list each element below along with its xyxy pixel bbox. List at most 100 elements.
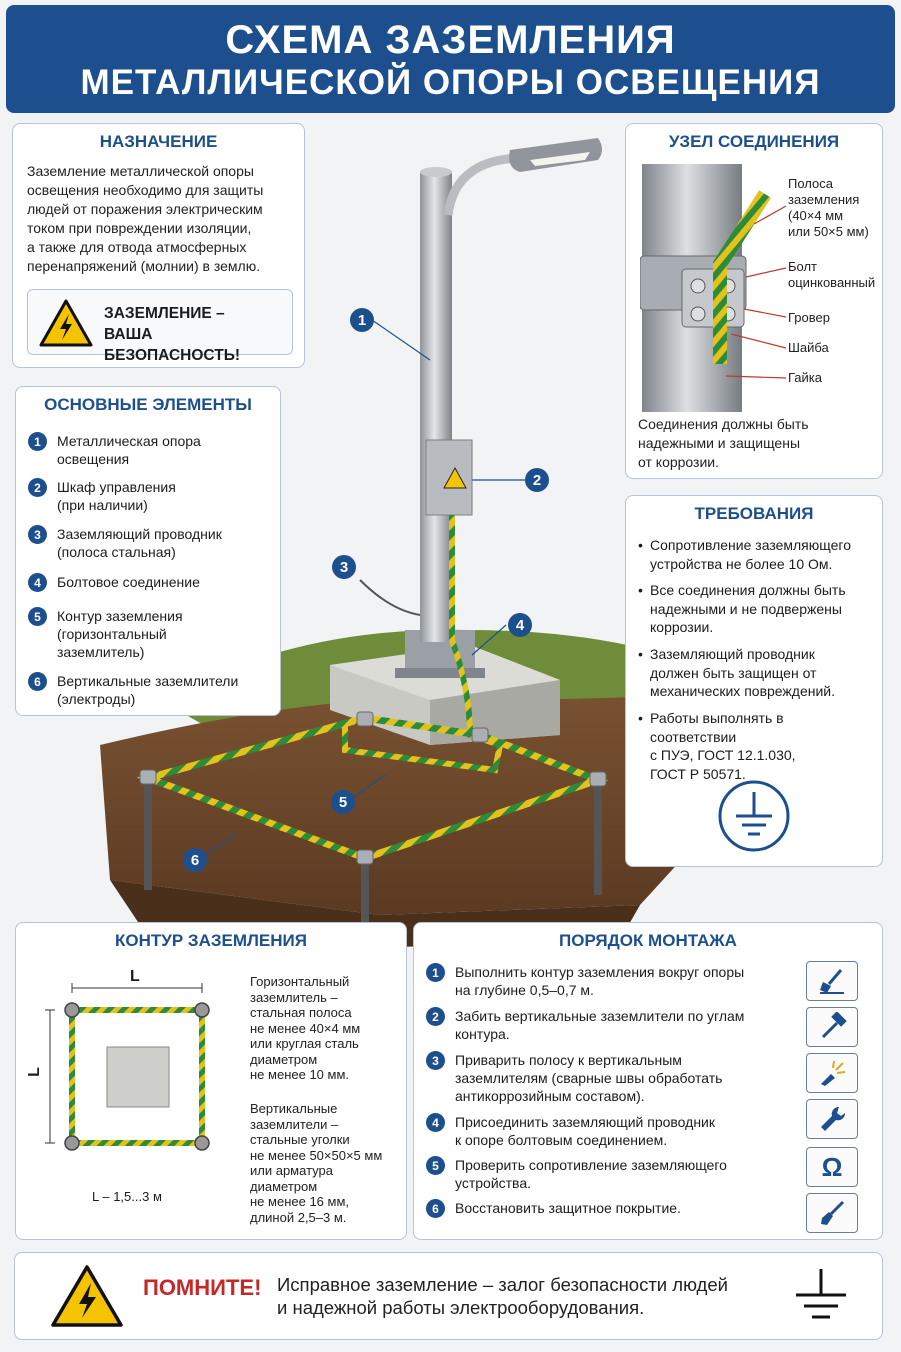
vertical-spec: диаметром: [250, 1178, 318, 1194]
horizontal-spec: стальная полоса: [250, 1005, 352, 1020]
vertical-spec: или арматура: [250, 1163, 333, 1178]
vertical-spec: не менее 50×50×5 мм: [250, 1147, 383, 1163]
mounting-step: 4 Присоединить заземляющий проводник к опо…: [426, 1113, 715, 1149]
ground-symbol-icon: [796, 1269, 846, 1319]
footer-text-line2: и надежной работы электрооборудования.: [277, 1297, 645, 1318]
callout-4: [508, 613, 532, 637]
item-text: (электроды): [57, 691, 136, 707]
step-text: Присоединить заземляющий проводник: [455, 1114, 716, 1130]
mounting-order-title: ПОРЯДОК МОНТАЖА: [559, 931, 737, 950]
step-text: к опоре болтовым соединением.: [455, 1132, 668, 1148]
item-number: 3: [28, 525, 47, 544]
item-number: 4: [28, 573, 47, 592]
bolted-joint-illustration: [640, 164, 771, 412]
purpose-line: током при повреждении изоляции,: [27, 220, 252, 236]
step-text: на глубине 0,5–0,7 м.: [455, 982, 594, 998]
warning-text-line1: ЗАЗЕМЛЕНИЕ –: [104, 305, 225, 322]
purpose-line: освещения необходимо для защиты: [27, 182, 264, 198]
strip-label: или 50×5 мм): [788, 224, 869, 239]
requirements-title: ТРЕБОВАНИЯ: [694, 504, 814, 523]
item-text: Заземляющий проводник: [57, 526, 222, 542]
purpose-panel: НАЗНАЧЕНИЕ Заземление металлической опор…: [12, 123, 305, 368]
ground-conductor: [342, 515, 504, 774]
high-voltage-warning-icon: [39, 299, 93, 347]
hammer-icon: [806, 1007, 858, 1047]
horizontal-spec: не менее 40×4 мм: [250, 1020, 361, 1036]
node-note: от коррозии.: [638, 454, 719, 470]
lighting-pole: [420, 172, 452, 642]
purpose-line: перенапряжений (молнии) в землю.: [27, 258, 261, 274]
reminder-footer: ПОМНИТЕ! Исправное заземление – залог бе…: [14, 1252, 883, 1340]
connection-node-title: УЗЕЛ СОЕДИНЕНИЯ: [668, 132, 840, 151]
contour-plan-diagram: [45, 983, 210, 1151]
callout-3: [332, 555, 356, 579]
strip-label: (40×4 мм: [788, 208, 844, 223]
footer-text-line1: Исправное заземление – залог безопасност…: [277, 1274, 728, 1295]
horizontal-spec: не менее 10 мм.: [250, 1067, 349, 1082]
item-text: Вертикальные заземлители: [57, 673, 239, 689]
item-text: (полоса стальная): [57, 544, 176, 560]
strip-label: Полоса: [788, 176, 833, 191]
item-text: Контур заземления: [57, 608, 183, 624]
ohm-icon: Ω: [806, 1147, 858, 1187]
horizontal-spec: Горизонтальный: [250, 974, 350, 989]
vertical-spec: длиной 2,5–3 м.: [250, 1209, 347, 1225]
welding-icon: [806, 1053, 858, 1093]
mounting-step: 6 Восстановить защитное покрытие.: [426, 1199, 681, 1218]
step-number: 6: [426, 1199, 445, 1218]
step-number: 5: [426, 1156, 445, 1175]
callout-4-label: 4: [516, 617, 525, 634]
callout-2: [525, 468, 549, 492]
step-text: Забить вертикальные заземлители по углам: [455, 1008, 745, 1024]
callout-5-label: 5: [339, 794, 347, 811]
wrench-icon: [806, 1099, 858, 1139]
callout-3-label: 3: [340, 559, 348, 576]
control-cabinet: [425, 439, 473, 516]
callout-6-label: 6: [191, 852, 199, 869]
ground-contour-panel: КОНТУР ЗАЗЕМЛЕНИЯ L L L – 1,5...3 м Гори…: [15, 922, 407, 1240]
step-text: Восстановить защитное покрытие.: [455, 1200, 681, 1216]
ground-symbol-icon: [718, 780, 790, 852]
step-text: Приварить полосу к вертикальным: [455, 1052, 682, 1068]
step-text: устройства.: [455, 1175, 532, 1191]
purpose-line: а также для отвода атмосферных: [27, 239, 247, 255]
step-text: антикоррозийным составом).: [455, 1088, 645, 1104]
connection-node-panel: УЗЕЛ СОЕДИНЕНИЯ Полоса заземления (40×4 …: [625, 123, 883, 479]
item-number: 1: [28, 432, 47, 451]
horizontal-spec: диаметром: [250, 1051, 318, 1067]
item-text: Металлическая опора: [57, 433, 201, 449]
requirement-text: Сопротивление заземляющего: [650, 537, 851, 553]
page-title: СХЕМА ЗАЗЕМЛЕНИЯ: [225, 18, 676, 62]
horizontal-spec: или круглая сталь: [250, 1036, 359, 1051]
street-lamp: [509, 138, 602, 172]
step-number: 4: [426, 1113, 445, 1132]
requirements-panel: ТРЕБОВАНИЯ Сопротивление заземляющего уст…: [625, 495, 883, 867]
node-leader-lines: [725, 205, 787, 379]
dimension-side-label: L: [25, 1067, 43, 1077]
purpose-title: НАЗНАЧЕНИЕ: [99, 132, 218, 151]
strip-label: заземления: [788, 192, 860, 207]
requirement-text: коррозии.: [650, 619, 714, 635]
requirement-text: ГОСТ Р 50571.: [650, 765, 746, 782]
lock-washer-label: Гровер: [788, 310, 830, 325]
warning-text-line2: ВАША БЕЗОПАСНОСТЬ!: [104, 326, 241, 364]
step-number: 2: [426, 1007, 445, 1026]
requirement-text: устройства не более 10 Ом.: [650, 555, 833, 572]
step-text: контура.: [455, 1026, 510, 1042]
step-number: 1: [426, 963, 445, 982]
vertical-spec: стальные уголки: [250, 1132, 350, 1147]
requirement-text: должен быть защищен от: [650, 664, 817, 681]
ground-loop: [136, 714, 609, 862]
requirement-text: надежными и не подвержены: [650, 600, 842, 617]
item-number: 5: [28, 607, 47, 626]
list-item: 3 Заземляющий проводник (полоса стальная): [28, 525, 222, 561]
